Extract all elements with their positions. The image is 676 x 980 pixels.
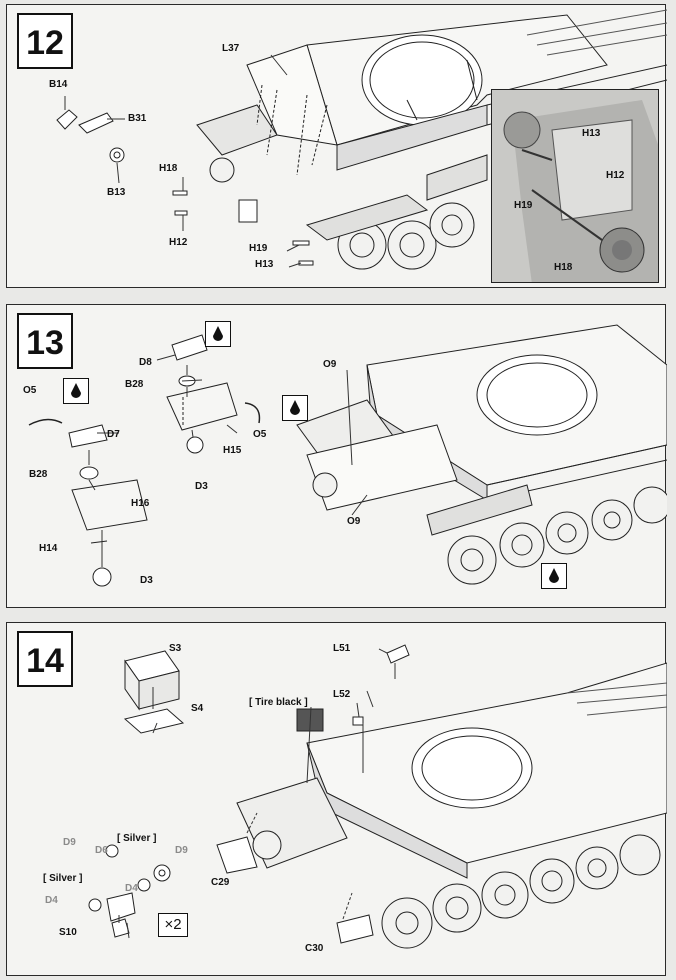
label-L37: L37 bbox=[222, 43, 240, 54]
step-13-drawing bbox=[28, 324, 667, 587]
label-D7: D7 bbox=[107, 429, 120, 440]
label-D8: D8 bbox=[139, 357, 152, 368]
inset-label-H19: H19 bbox=[514, 200, 533, 211]
label-L52: L52 bbox=[333, 689, 351, 700]
label-O5: O5 bbox=[253, 429, 267, 440]
label-B28: B28 bbox=[29, 469, 48, 480]
step-number: 12 bbox=[17, 13, 73, 69]
label-H15: H15 bbox=[223, 445, 242, 456]
inset-label-H18: H18 bbox=[554, 262, 573, 273]
glue-drop-icon bbox=[541, 563, 567, 589]
quantity-multiplier: ×2 bbox=[158, 913, 188, 937]
label-H13: H13 bbox=[255, 259, 274, 270]
step-12-panel: 12 bbox=[6, 4, 667, 288]
label-H19: H19 bbox=[249, 243, 268, 254]
label-B28: B28 bbox=[125, 379, 144, 390]
label-silver: [ Silver ] bbox=[43, 873, 83, 884]
label-B13: B13 bbox=[107, 187, 126, 198]
inset-label-H13: H13 bbox=[582, 128, 601, 139]
label-L51: L51 bbox=[333, 643, 351, 654]
label-C29: C29 bbox=[211, 877, 230, 888]
label-D3: D3 bbox=[140, 575, 153, 586]
label-B14: B14 bbox=[49, 79, 68, 90]
label-O9: O9 bbox=[323, 359, 337, 370]
label-S3: S3 bbox=[169, 643, 182, 654]
label-D3: D3 bbox=[195, 481, 208, 492]
label-H18: H18 bbox=[159, 163, 178, 174]
label-O5: O5 bbox=[23, 385, 37, 396]
step-14-panel: 14 bbox=[6, 622, 667, 976]
step-14-drawing bbox=[88, 644, 667, 949]
glue-drop-icon bbox=[205, 321, 231, 347]
label-tire-black: [ Tire black ] bbox=[249, 697, 308, 708]
label-D6: D6 bbox=[95, 845, 108, 856]
label-H14: H14 bbox=[39, 543, 58, 554]
label-O9: O9 bbox=[347, 516, 361, 527]
label-C30: C30 bbox=[305, 943, 324, 954]
label-S4: S4 bbox=[191, 703, 204, 714]
label-S10: S10 bbox=[59, 927, 77, 938]
label-H16: H16 bbox=[131, 498, 150, 509]
label-H12: H12 bbox=[169, 237, 188, 248]
inset-photo bbox=[492, 90, 658, 282]
label-D9: D9 bbox=[175, 845, 188, 856]
step-number: 13 bbox=[17, 313, 73, 369]
step-13-panel: 13 bbox=[6, 304, 667, 608]
inset-label-H12: H12 bbox=[606, 170, 625, 181]
glue-drop-icon bbox=[63, 378, 89, 404]
label-D4: D4 bbox=[125, 883, 138, 894]
step-12-drawing bbox=[56, 9, 667, 270]
label-silver: [ Silver ] bbox=[117, 833, 157, 844]
glue-drop-icon bbox=[282, 395, 308, 421]
label-B31: B31 bbox=[128, 113, 147, 124]
label-D9: D9 bbox=[63, 837, 76, 848]
step-12-detail-inset: H13 H19 H12 H18 bbox=[491, 89, 659, 283]
step-number: 14 bbox=[17, 631, 73, 687]
label-D4: D4 bbox=[45, 895, 58, 906]
